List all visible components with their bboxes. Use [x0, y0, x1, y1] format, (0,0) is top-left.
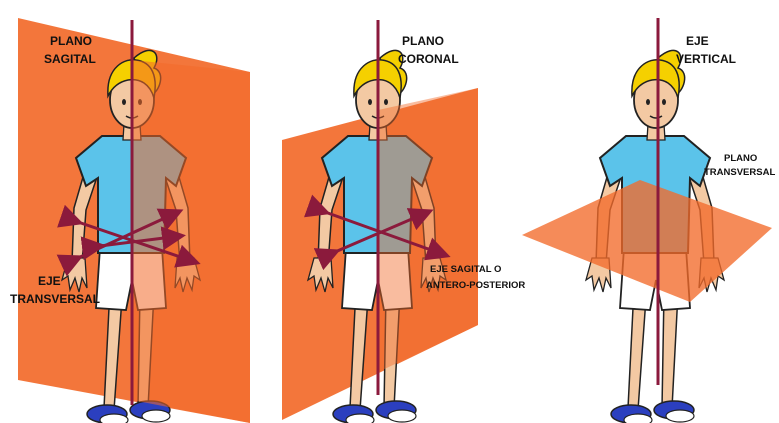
- panel-2-title-line-1: PLANO: [402, 34, 444, 48]
- panel-1-title-line-1: PLANO: [50, 34, 92, 48]
- panel-3-title-line-1: EJE: [686, 34, 709, 48]
- panel-sagittal: PLANO SAGITAL EJE TRANSVERSAL: [10, 18, 250, 423]
- panel-2-title-line-2: CORONAL: [398, 52, 459, 66]
- panel-3-title-line-2: VERTICAL: [676, 52, 736, 66]
- transverse-plane: [522, 180, 772, 302]
- panel-1-title-line-2: SAGITAL: [44, 52, 96, 66]
- panel-1-axis-label-line-2: TRANSVERSAL: [10, 292, 100, 306]
- panel-1-axis-label-line-1: EJE: [38, 274, 61, 288]
- panel-coronal: PLANO CORONAL EJE SAGITAL O ANTERO-POSTE…: [282, 20, 525, 423]
- panel-3-axis-label-line-1: PLANO: [724, 153, 757, 164]
- panel-2-axis-label-line-1: EJE SAGITAL O: [430, 264, 501, 275]
- panel-2-axis-label-line-2: ANTERO-POSTERIOR: [426, 280, 525, 291]
- panel-vertical: EJE VERTICAL PLANO TRANSVERSAL: [522, 18, 775, 423]
- panel-3-axis-label-line-2: TRANSVERSAL: [704, 167, 775, 178]
